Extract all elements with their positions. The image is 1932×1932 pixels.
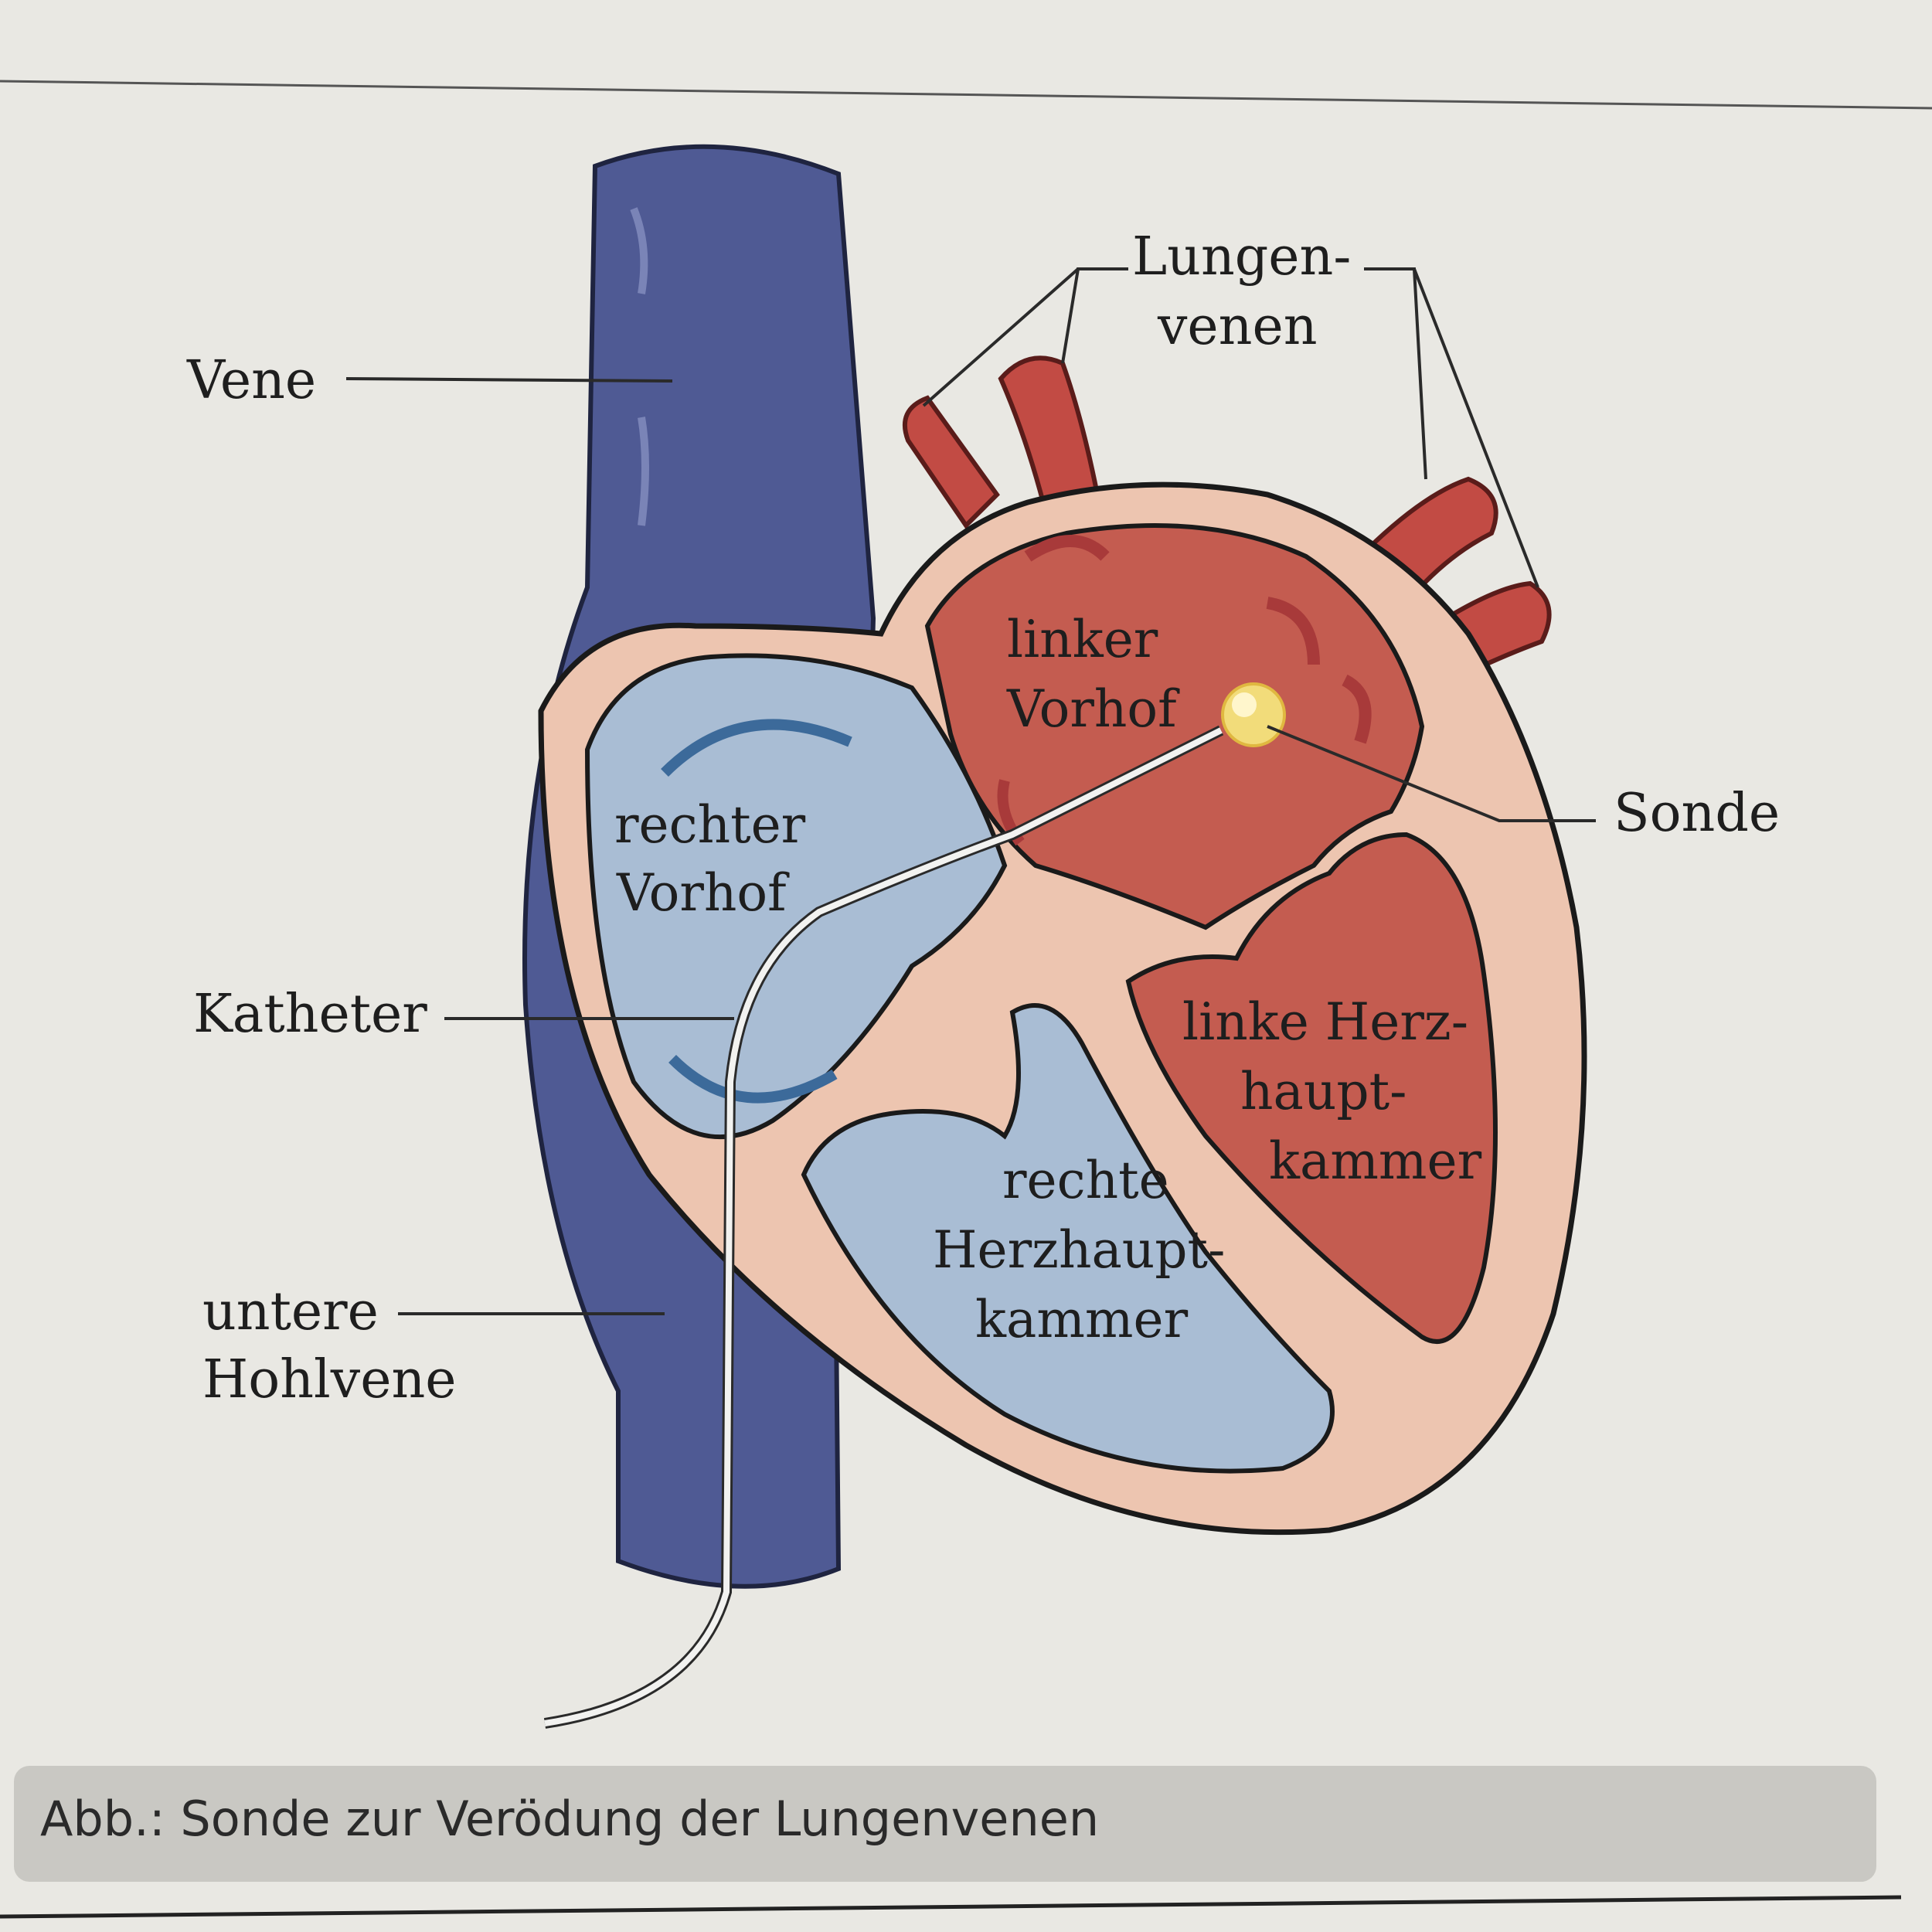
label-linke-kammer-1: linke Herz- bbox=[1182, 992, 1468, 1052]
label-sonde: Sonde bbox=[1614, 783, 1780, 844]
left-ventricle bbox=[1125, 832, 1498, 1344]
right-atrium-muscle-1 bbox=[661, 719, 852, 777]
left-atrium-muscle-3 bbox=[1341, 674, 1372, 744]
label-rechte-kammer-2: Herzhaupt- bbox=[933, 1220, 1225, 1280]
label-lungenvenen-2: venen bbox=[1157, 296, 1318, 357]
pulmonary-vein-1 bbox=[903, 395, 1000, 529]
probe-highlight bbox=[1232, 692, 1257, 717]
vein-highlight-2 bbox=[638, 417, 649, 526]
bottom-rule bbox=[0, 1895, 1902, 1919]
label-linker-vorhof-2: Vorhof bbox=[1006, 679, 1180, 739]
label-hohlvene-2: Hohlvene bbox=[202, 1349, 456, 1410]
label-linke-kammer-2: haupt- bbox=[1240, 1062, 1406, 1121]
right-ventricle bbox=[801, 1003, 1335, 1474]
label-linker-vorhof-1: linker bbox=[1007, 610, 1158, 669]
label-rechter-vorhof-1: rechter bbox=[614, 795, 806, 855]
label-linke-kammer-3: kammer bbox=[1269, 1131, 1482, 1191]
catheter bbox=[544, 727, 1223, 1726]
right-atrium bbox=[584, 653, 1008, 1140]
left-atrium-muscle-2 bbox=[1266, 597, 1320, 665]
right-atrium-muscle-2 bbox=[668, 1055, 838, 1104]
pulmonary-vein-2 bbox=[998, 355, 1100, 522]
label-rechter-vorhof-2: Vorhof bbox=[616, 863, 790, 923]
label-rechte-kammer-3: kammer bbox=[975, 1290, 1189, 1349]
top-rule bbox=[0, 80, 1932, 110]
probe bbox=[1221, 682, 1286, 747]
leader-lines bbox=[345, 267, 1596, 1315]
label-hohlvene-1: untere bbox=[202, 1281, 379, 1342]
caption-band bbox=[14, 1766, 1876, 1882]
label-lungenvenen-1: Lungen- bbox=[1132, 226, 1351, 287]
vein-highlight-1 bbox=[630, 207, 648, 294]
left-atrium-muscle-1 bbox=[1024, 535, 1110, 562]
label-vene: Vene bbox=[186, 350, 316, 411]
label-rechte-kammer-1: rechte bbox=[1002, 1151, 1169, 1210]
figure-caption: Abb.: Sonde zur Verödung der Lungenvenen bbox=[40, 1791, 1099, 1847]
label-katheter: Katheter bbox=[193, 984, 427, 1045]
